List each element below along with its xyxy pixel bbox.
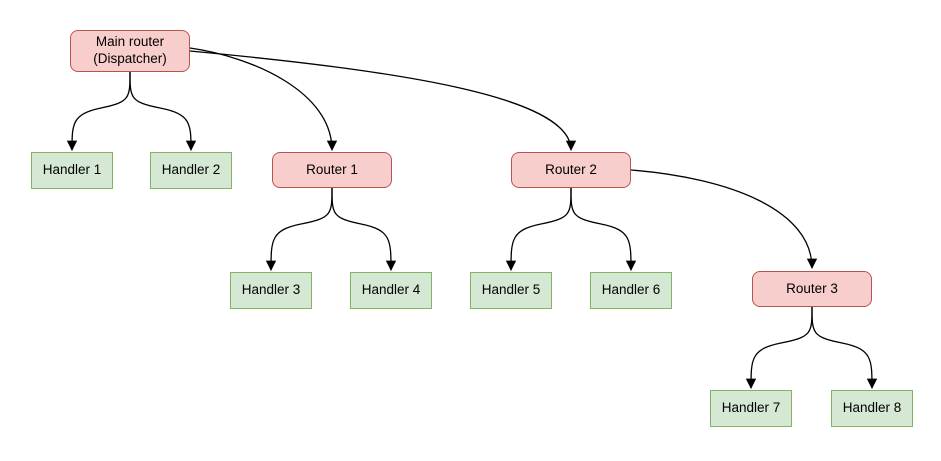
node-main-router: Main router (Dispatcher)	[70, 30, 190, 72]
node-handler-3: Handler 3	[230, 272, 312, 309]
edge-router2-to-router3	[630, 169, 818, 270]
node-handler-8: Handler 8	[831, 390, 913, 427]
edge-main-to-router1	[189, 47, 338, 152]
edge-main-to-handler1	[66, 71, 131, 152]
edge-main-to-router2	[189, 50, 577, 152]
node-router-1: Router 1	[272, 152, 392, 188]
node-handler-6: Handler 6	[590, 272, 672, 309]
node-handler-2: Handler 2	[150, 152, 232, 189]
edge-router1-to-handler4	[331, 187, 397, 272]
node-handler-7: Handler 7	[710, 390, 792, 427]
edge-router3-to-handler7	[745, 306, 813, 390]
edge-router2-to-handler6	[570, 187, 637, 272]
node-router-3: Router 3	[752, 271, 872, 307]
node-router-2: Router 2	[511, 152, 631, 188]
edge-router1-to-handler3	[265, 187, 333, 272]
node-handler-5: Handler 5	[470, 272, 552, 309]
node-handler-4: Handler 4	[350, 272, 432, 309]
edge-router2-to-handler5	[505, 187, 572, 272]
node-handler-1: Handler 1	[31, 152, 113, 189]
edge-main-to-handler2	[129, 71, 197, 152]
edge-router3-to-handler8	[811, 306, 878, 390]
